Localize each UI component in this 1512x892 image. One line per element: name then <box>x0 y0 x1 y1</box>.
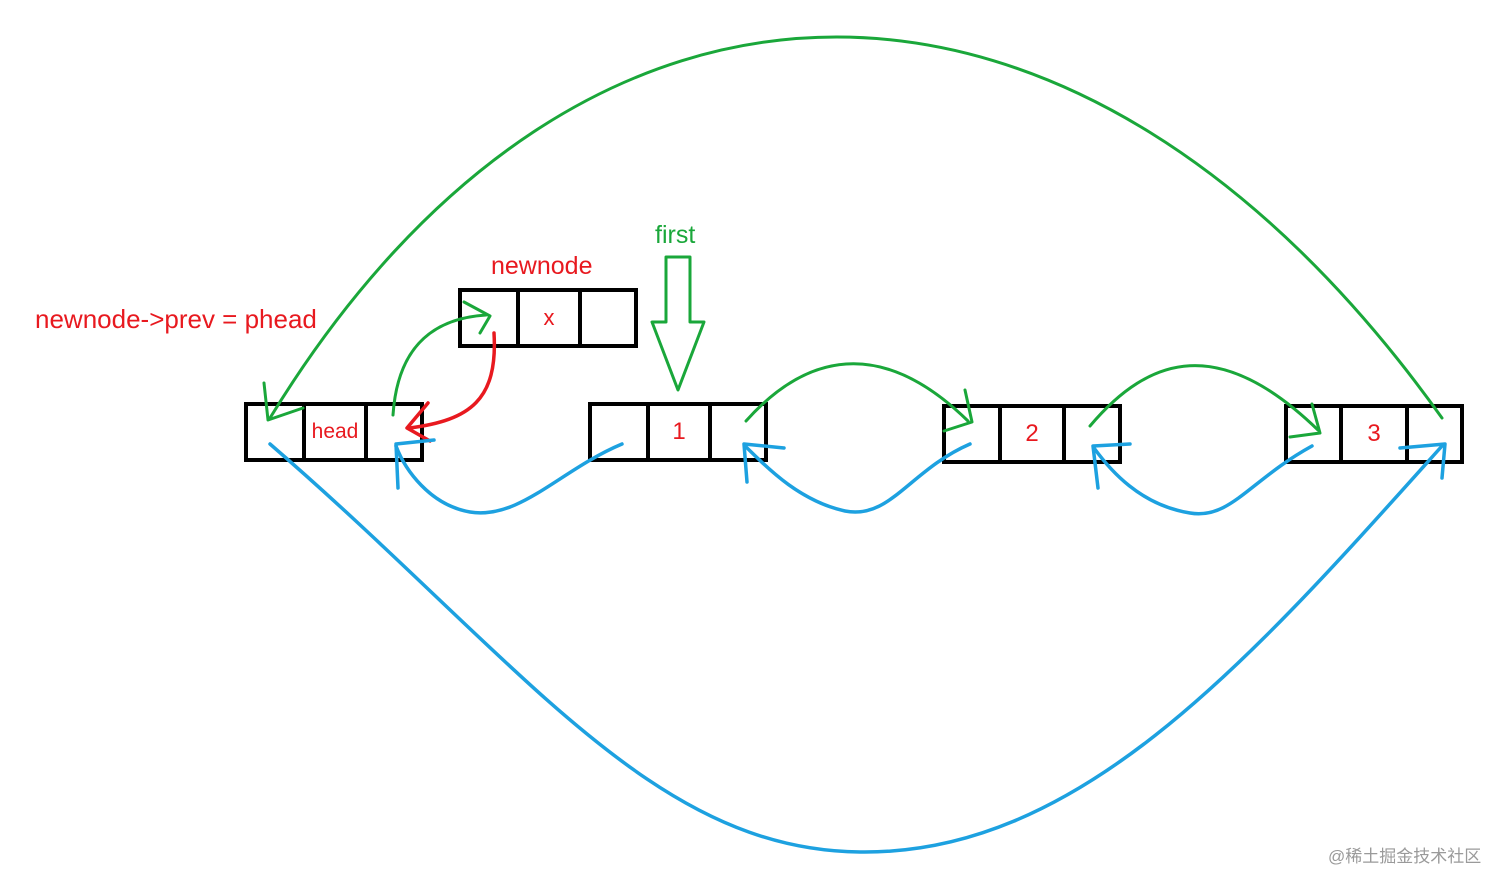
node3-to-node2-prev-arrow <box>1091 442 1314 516</box>
node2-to-node3-next-arrow <box>1088 364 1322 439</box>
head-node <box>244 402 424 462</box>
node1-to-head-prev-arrow <box>394 438 624 515</box>
node-3-value: 3 <box>1367 420 1381 447</box>
node-2 <box>942 404 1122 464</box>
head-to-tail-prev-arrow <box>268 442 1447 854</box>
newnode-prev-to-head-arrow <box>405 331 497 443</box>
node-3 <box>1284 404 1464 464</box>
node2-to-node1-prev-arrow <box>742 442 972 514</box>
first-pointer-arrow <box>650 255 706 392</box>
node1-to-node2-next-arrow <box>744 362 974 433</box>
watermark: @稀土掘金技术社区 <box>1328 847 1482 866</box>
annotation-text: newnode->prev = phead <box>35 304 317 334</box>
first-label: first <box>655 221 696 249</box>
node-2-value: 2 <box>1025 420 1039 447</box>
head-node-label: head <box>311 420 359 443</box>
node-1 <box>588 402 768 462</box>
head-to-newnode-arrow <box>391 300 492 417</box>
newnode-label: newnode <box>491 252 593 280</box>
newnode-value: x <box>543 305 555 330</box>
tail-to-head-next-arrow <box>262 35 1444 422</box>
node-1-value: 1 <box>672 418 686 445</box>
